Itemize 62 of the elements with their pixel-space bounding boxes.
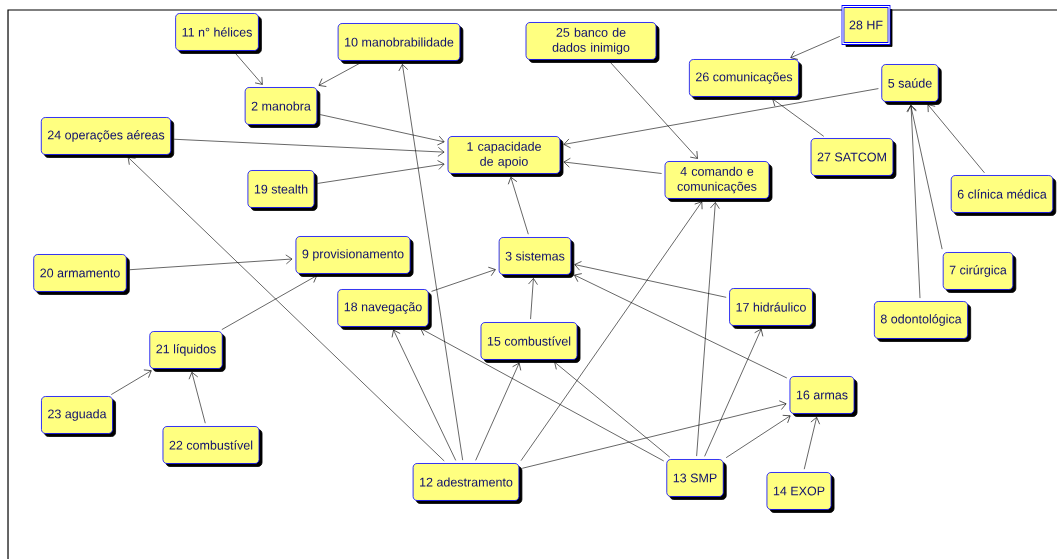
arrow	[173, 138, 445, 157]
arrow	[790, 36, 841, 60]
concept-box: 11 n° hélices	[175, 13, 262, 54]
concept-box: 1 capacidade de apoio	[447, 136, 564, 177]
arrow	[391, 329, 457, 461]
concept-box: 24 operações aéreas	[40, 117, 175, 158]
concept-box: 6 clínica médica	[950, 175, 1057, 216]
arrow	[520, 201, 703, 461]
arrow	[317, 160, 445, 184]
concept-box: 25 banco de dados inimigo	[525, 22, 660, 63]
concept-box: 2 manobra	[244, 87, 321, 128]
arrow	[475, 362, 522, 461]
concept-box: 7 cirúrgica	[942, 252, 1017, 293]
concept-box: 23 aguada	[41, 396, 116, 437]
arrow	[521, 400, 787, 469]
concept-box: 5 saúde	[881, 64, 942, 105]
arrow	[111, 369, 152, 395]
concept-box: 9 provisionamento	[295, 236, 414, 277]
concept-box: 21 líquidos	[149, 331, 226, 372]
concept-box: 10 manobrabilidade	[337, 23, 464, 64]
arrow	[318, 62, 362, 87]
concept-box: 28 HF	[841, 5, 893, 47]
concept-box: 3 sistemas	[498, 237, 575, 278]
concept-box: 13 SMP	[666, 459, 727, 500]
arrow	[127, 157, 445, 462]
arrow	[188, 371, 206, 424]
arrow	[319, 114, 445, 146]
concept-box: 4 comando e comunicações	[664, 161, 773, 202]
concept-box: 17 hidráulico	[729, 288, 816, 329]
arrow	[235, 52, 263, 85]
arrow	[563, 157, 662, 174]
arrow	[528, 278, 538, 320]
concept-box: 27 SATCOM	[810, 138, 897, 179]
arrow	[906, 105, 921, 299]
arrow	[129, 254, 293, 271]
concept-box: 15 combustível	[480, 322, 581, 363]
concept-box: 14 EXOP	[766, 472, 835, 513]
arrow	[609, 61, 698, 159]
arrow	[907, 105, 943, 250]
concept-box: 18 navegação	[337, 289, 432, 330]
arrow	[563, 88, 879, 149]
concept-box: 20 armamento	[33, 254, 130, 295]
concept-box: 26 comunicações	[688, 59, 803, 100]
arrow	[574, 273, 788, 379]
arrow	[431, 266, 496, 292]
arrow	[221, 274, 318, 330]
arrow	[725, 415, 791, 458]
concept-box: 12 adestramento	[412, 463, 523, 504]
arrow	[508, 176, 529, 235]
concept-box: 8 odontológica	[873, 301, 972, 342]
concept-box: 22 combustível	[162, 426, 263, 467]
arrow	[420, 327, 665, 462]
arrow	[554, 361, 671, 458]
arrow	[574, 261, 727, 298]
arrow	[704, 328, 764, 457]
concept-box: 19 stealth	[247, 170, 318, 211]
arrow	[803, 417, 820, 470]
arrow	[696, 202, 720, 457]
arrow	[927, 104, 985, 174]
arrow	[398, 64, 463, 461]
concept-box: 16 armas	[789, 376, 858, 417]
arrow	[772, 98, 825, 137]
